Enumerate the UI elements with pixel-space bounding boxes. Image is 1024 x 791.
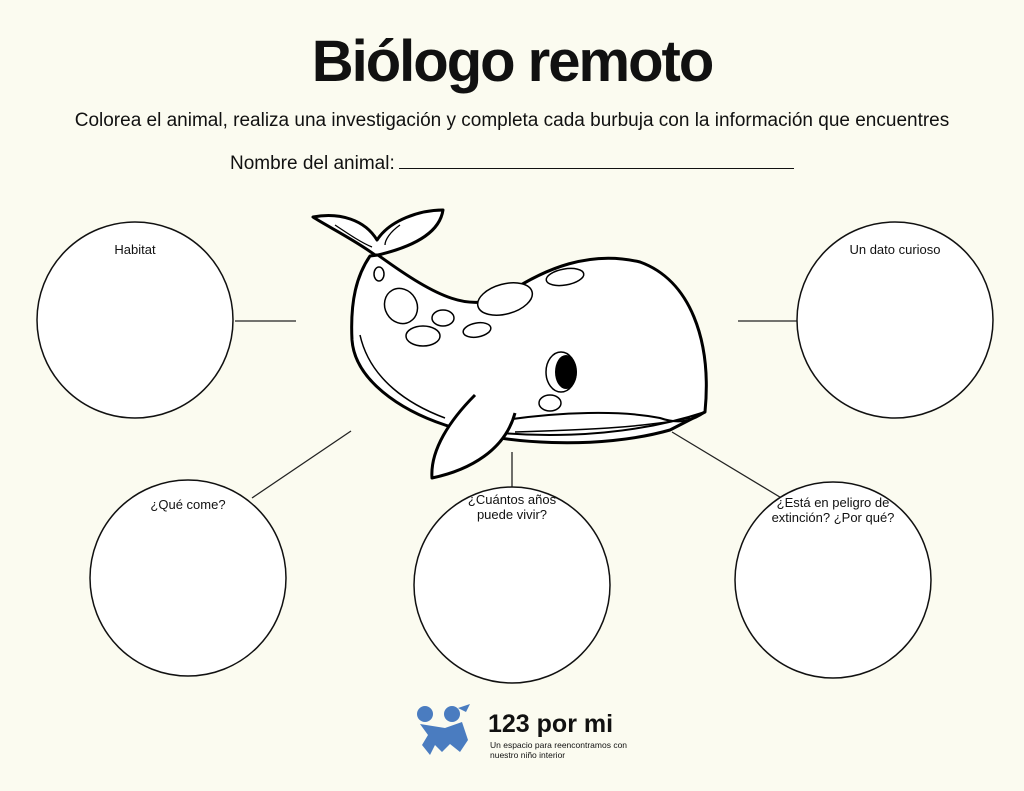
- bubble-extinction: [734, 481, 932, 679]
- instructions: Colorea el animal, realiza una investiga…: [74, 110, 950, 131]
- animal-name-field[interactable]: Nombre del animal:: [230, 152, 794, 175]
- bubble-fact: [796, 221, 994, 419]
- connector-lines: [235, 320, 800, 506]
- bubble-label-fact: Un dato curioso: [849, 242, 941, 257]
- bubble-lifespan: [413, 486, 611, 684]
- bubble-label-extinction: ¿Está en peligro de extinción? ¿Por qué?: [771, 495, 895, 525]
- logo-icon: [417, 704, 470, 755]
- logo-name: 123 por mi: [488, 710, 614, 738]
- animal-name-blank[interactable]: [398, 152, 794, 169]
- bubble-habitat: [36, 221, 234, 419]
- bubble-label-habitat: Habitat: [114, 242, 156, 257]
- whale-eye: [555, 355, 577, 389]
- animal-name-label: Nombre del animal:: [230, 153, 395, 174]
- whale-illustration: [311, 208, 708, 480]
- logo-tagline: Un espacio para reencontramos con nuestr…: [490, 740, 628, 760]
- bubble-label-lifespan: ¿Cuántos años puede vivir?: [467, 492, 557, 522]
- bubble-food: [89, 479, 287, 677]
- bubble-label-food: ¿Qué come?: [150, 497, 226, 512]
- page-title: Biólogo remoto: [311, 29, 715, 94]
